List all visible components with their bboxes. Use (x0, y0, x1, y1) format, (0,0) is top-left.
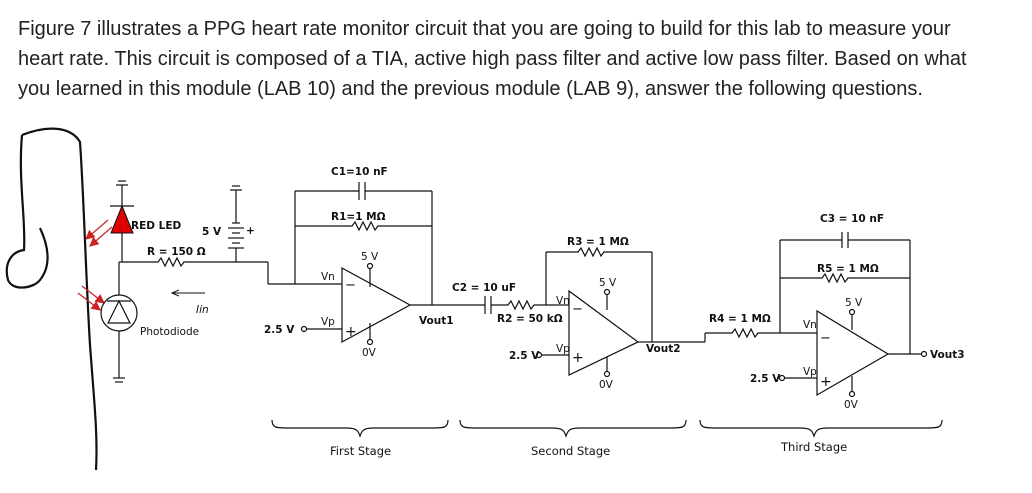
r5-label: R5 = 1 MΩ (817, 263, 879, 275)
r2-label: R2 = 50 kΩ (497, 313, 563, 325)
stage3-bias: 2.5 V (750, 373, 781, 385)
r3-label: R3 = 1 MΩ (567, 236, 629, 248)
stage2-bias: 2.5 V (509, 350, 540, 362)
red-led-icon (110, 204, 134, 234)
stage2-vminus: 0V (599, 379, 614, 391)
second-stage-label: Second Stage (531, 444, 610, 458)
led-resistor-label: R = 150 Ω (147, 246, 206, 258)
stage1-plus: + (345, 324, 357, 340)
led-resistor (122, 248, 237, 268)
stage2-vn: Vn (556, 295, 570, 307)
stage2-vp: Vp (556, 343, 570, 355)
led-label: RED LED (131, 220, 181, 232)
stage1-vn: Vn (321, 271, 335, 283)
photodiode-branch: Iin Photodiode (77, 261, 209, 383)
opamp-2 (568, 289, 640, 376)
stage2-vplus: 5 V (599, 277, 617, 289)
stage2-minus: − (572, 302, 583, 317)
stage2-plus: + (572, 350, 584, 366)
first-stage: C1=10 nF R1=1 MΩ Vn Vp − + 5 V 0V 2.5 V … (236, 166, 454, 458)
intro-line-3: you learned in this module (LAB 10) and … (18, 78, 923, 100)
c2-label: C2 = 10 uF (452, 282, 516, 294)
svg-text:+: + (246, 225, 255, 237)
intro-line-1: Figure 7 illustrates a PPG heart rate mo… (18, 18, 951, 40)
stage1-minus: − (345, 278, 356, 293)
battery-icon: + (228, 185, 255, 249)
intro-paragraph: Figure 7 illustrates a PPG heart rate mo… (18, 14, 1018, 104)
stage3-vn: Vn (803, 319, 817, 331)
c3-label: C3 = 10 nF (820, 213, 884, 225)
supply-label: 5 V (202, 226, 222, 238)
opamp-1 (341, 266, 412, 344)
third-stage: C3 = 10 nF R5 = 1 MΩ R4 = 1 MΩ Vn Vp − +… (652, 213, 965, 454)
led-branch: RED LED 5 V R = 150 Ω + (85, 180, 255, 268)
stage3-vminus: 0V (844, 399, 859, 411)
stage1-vp: Vp (321, 316, 335, 328)
opamp-3 (816, 309, 890, 397)
finger-outline (5, 127, 98, 471)
first-stage-label: First Stage (330, 444, 391, 458)
vout3-label: Vout3 (930, 349, 965, 361)
c1-label: C1=10 nF (331, 166, 388, 178)
third-stage-label: Third Stage (780, 440, 847, 454)
stage3-vp: Vp (803, 366, 817, 378)
r1-label: R1=1 MΩ (331, 211, 386, 223)
intro-line-2: heart rate. This circuit is composed of … (18, 48, 967, 70)
second-stage: C2 = 10 uF R2 = 50 kΩ R3 = 1 MΩ Vn Vp − … (432, 236, 687, 458)
stage3-plus: + (820, 374, 832, 390)
stage3-vplus: 5 V (845, 297, 863, 309)
stage1-vminus: 0V (362, 347, 377, 359)
vout1-label: Vout1 (419, 315, 454, 327)
photodiode-label: Photodiode (140, 326, 199, 338)
r4-label: R4 = 1 MΩ (709, 313, 771, 325)
stage3-minus: − (820, 331, 831, 346)
vout2-label: Vout2 (646, 343, 681, 355)
stage1-bias: 2.5 V (264, 324, 295, 336)
current-label: Iin (196, 304, 209, 316)
stage1-vplus: 5 V (361, 251, 379, 263)
